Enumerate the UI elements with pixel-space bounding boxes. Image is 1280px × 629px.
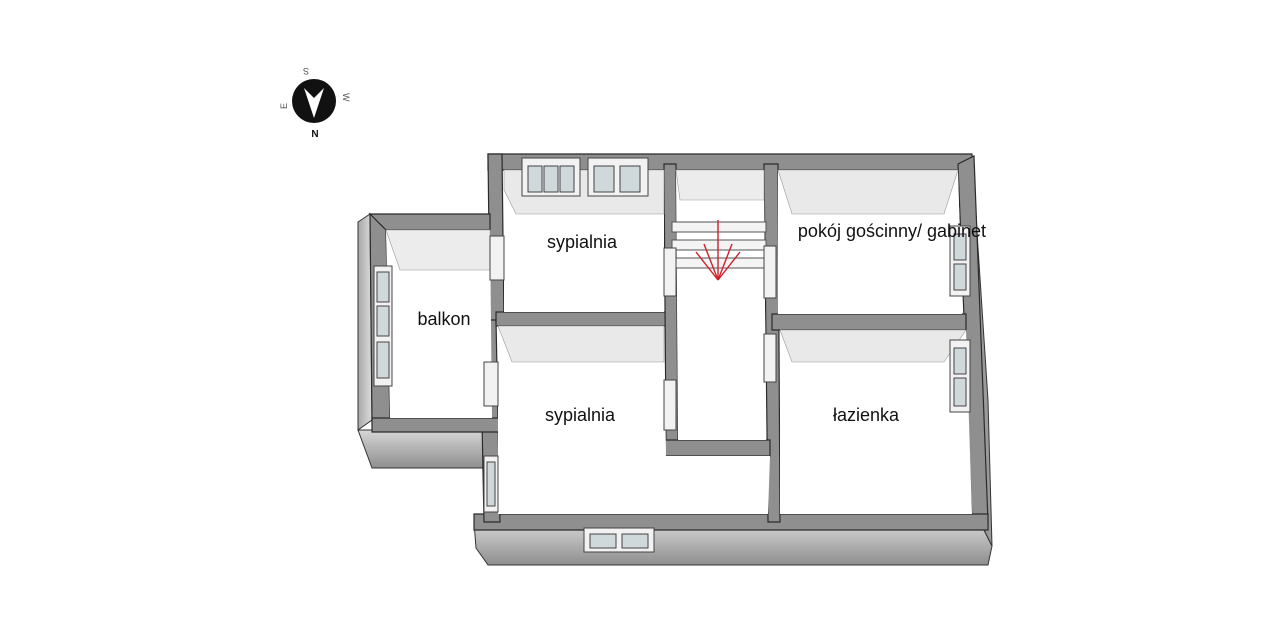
- compass-west: W: [341, 93, 351, 102]
- door-corridor-right-top: [763, 245, 777, 299]
- window-top-right: [587, 157, 649, 197]
- room-label-guest-office: pokój gościnny/ gabinet: [798, 221, 986, 241]
- stairs-icon: [671, 220, 767, 281]
- window-balcony-left: [373, 265, 393, 387]
- floors: [385, 169, 972, 514]
- compass-south: S: [303, 66, 309, 76]
- compass-icon: S W E N: [279, 66, 351, 140]
- door-corridor-right-bottom: [763, 333, 777, 383]
- room-label-bathroom: łazienka: [833, 405, 900, 425]
- window-top-left: [521, 157, 581, 197]
- room-label-bedroom-bottom: sypialnia: [545, 405, 616, 425]
- window-balcony-door: [483, 235, 505, 513]
- room-label-bedroom-top: sypialnia: [547, 232, 618, 252]
- door-corridor-left-top: [663, 247, 677, 297]
- room-labels: sypialnia pokój gościnny/ gabinet balkon…: [417, 221, 986, 425]
- room-label-balcony: balkon: [417, 309, 470, 329]
- compass-east: E: [279, 103, 289, 109]
- window-right-top: [949, 225, 971, 297]
- windows: [373, 157, 971, 553]
- stair-arrow: [695, 220, 741, 281]
- window-right-bottom: [949, 339, 971, 413]
- door-corridor-left-bottom: [663, 379, 677, 431]
- window-bottom: [583, 527, 655, 553]
- compass-north: N: [311, 129, 318, 140]
